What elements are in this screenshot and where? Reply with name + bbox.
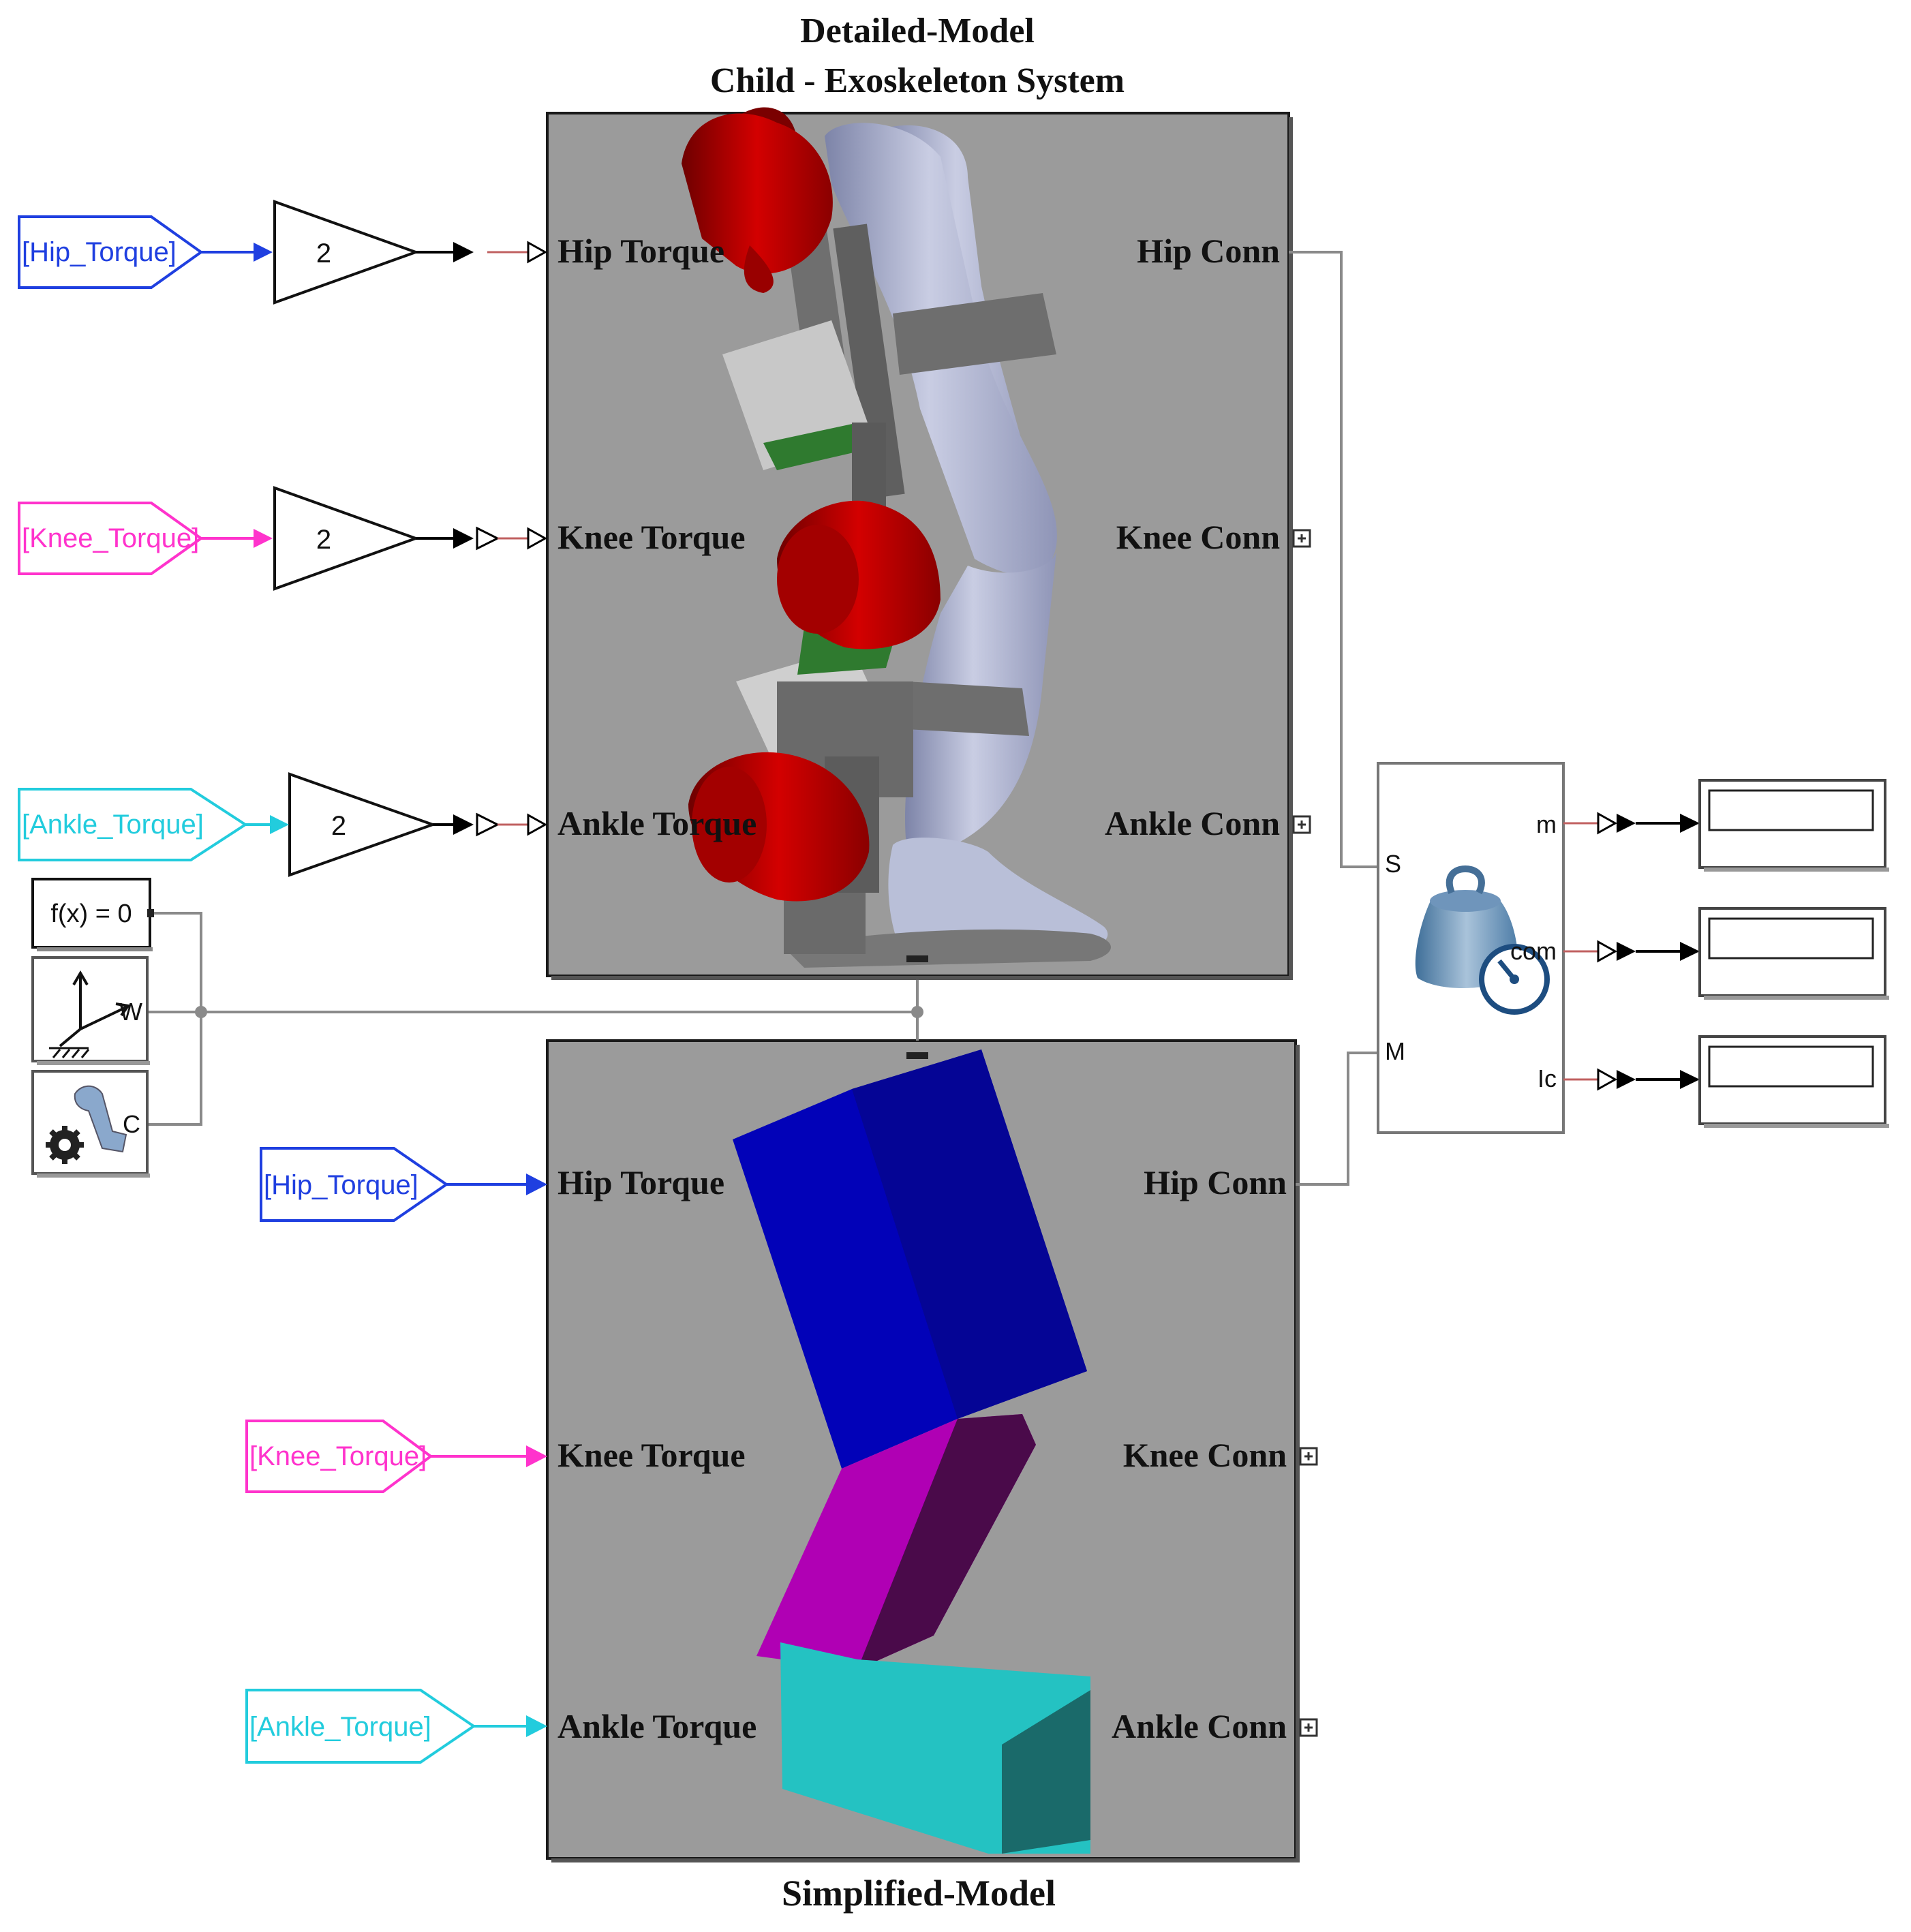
simplified-leg-render (733, 1049, 1090, 1854)
svg-text:[Knee_Torque]: [Knee_Torque] (22, 523, 199, 553)
from-tag-knee-detailed[interactable]: [Knee_Torque] (18, 502, 204, 575)
svg-text:W: W (119, 998, 142, 1026)
inertia-port-m: M (1385, 1037, 1405, 1065)
hip-actuator (682, 107, 833, 293)
svg-text:[Ankle_Torque]: [Ankle_Torque] (249, 1712, 431, 1742)
conn-port-markers (1292, 529, 1318, 1737)
inertia-out-com: com (1510, 937, 1557, 965)
svg-text:[Hip_Torque]: [Hip_Torque] (264, 1170, 418, 1200)
detailed-hip-torque-port: Hip Torque (557, 232, 724, 270)
inertia-port-s: S (1385, 850, 1401, 878)
simplified-hip-conn-port: Hip Conn (1144, 1163, 1287, 1201)
signal-lines (201, 241, 548, 1737)
svg-text:2: 2 (316, 239, 331, 269)
simplified-ankle-torque-port: Ankle Torque (557, 1707, 756, 1745)
frame-axes-icon (49, 970, 131, 1058)
simplified-knee-torque-port: Knee Torque (557, 1436, 746, 1474)
svg-text:2: 2 (331, 811, 346, 841)
simplified-ankle-conn-port: Ankle Conn (1112, 1707, 1287, 1745)
detailed-ankle-torque-port: Ankle Torque (557, 804, 756, 842)
sensor-output-lines (1563, 812, 1700, 1091)
ankle-actuator (688, 752, 870, 902)
gain-block-ankle[interactable]: 2 (288, 772, 438, 877)
display-block-com[interactable] (1698, 907, 1889, 1000)
from-tag-ankle-detailed[interactable]: [Ankle_Torque] (18, 788, 248, 861)
title-detailed-line1: Detailed-Model (800, 12, 1035, 50)
simplified-model-subsystem[interactable]: Hip Torque Knee Torque Ankle Torque Hip … (546, 1039, 1300, 1862)
inertia-out-m: m (1536, 810, 1557, 838)
gain-block-hip[interactable]: 2 (273, 200, 420, 305)
inertia-out-ic: Ic (1538, 1064, 1557, 1092)
physical-connections (146, 251, 1390, 1186)
detailed-knee-conn-port: Knee Conn (1116, 518, 1281, 556)
from-tag-knee-simplified[interactable]: [Knee_Torque] (245, 1420, 433, 1493)
display-block-mass[interactable] (1698, 779, 1889, 872)
svg-text:2: 2 (316, 525, 331, 555)
detailed-model-subsystem[interactable]: Hip Torque Knee Torque Ankle Torque Hip … (546, 89, 1293, 980)
simplified-knee-conn-port: Knee Conn (1123, 1436, 1287, 1474)
from-tag-hip-simplified[interactable]: [Hip_Torque] (260, 1147, 449, 1222)
svg-text:C: C (123, 1110, 140, 1138)
mechanism-configuration-block[interactable]: C (31, 1070, 150, 1178)
detailed-hip-conn-port: Hip Conn (1137, 232, 1280, 270)
title-detailed-line2: Child - Exoskeleton System (710, 61, 1125, 100)
world-frame-block[interactable]: W (31, 956, 150, 1065)
robot-arm-gear-icon (46, 1085, 127, 1164)
svg-text:f(x) = 0: f(x) = 0 (50, 900, 132, 928)
from-tag-ankle-simplified[interactable]: [Ankle_Torque] (245, 1689, 476, 1764)
svg-text:[Ankle_Torque]: [Ankle_Torque] (22, 810, 204, 840)
from-tag-hip-detailed[interactable]: [Hip_Torque] (18, 215, 204, 289)
weight-gauge-icon (1415, 865, 1550, 1015)
title-simplified: Simplified-Model (782, 1873, 1056, 1914)
solver-configuration-block[interactable]: f(x) = 0 (31, 878, 154, 951)
svg-text:[Hip_Torque]: [Hip_Torque] (22, 237, 177, 267)
exoskeleton-leg-render (682, 107, 1111, 968)
gain-block-knee[interactable]: 2 (273, 486, 420, 591)
simplified-hip-torque-port: Hip Torque (557, 1163, 724, 1201)
inertia-sensor-block[interactable]: S M m com Ic (1377, 762, 1565, 1134)
knee-actuator (777, 500, 941, 649)
detailed-ankle-conn-port: Ankle Conn (1105, 804, 1280, 842)
detailed-knee-torque-port: Knee Torque (557, 518, 746, 556)
svg-text:[Knee_Torque]: [Knee_Torque] (249, 1441, 427, 1471)
display-block-inertia[interactable] (1698, 1035, 1889, 1128)
